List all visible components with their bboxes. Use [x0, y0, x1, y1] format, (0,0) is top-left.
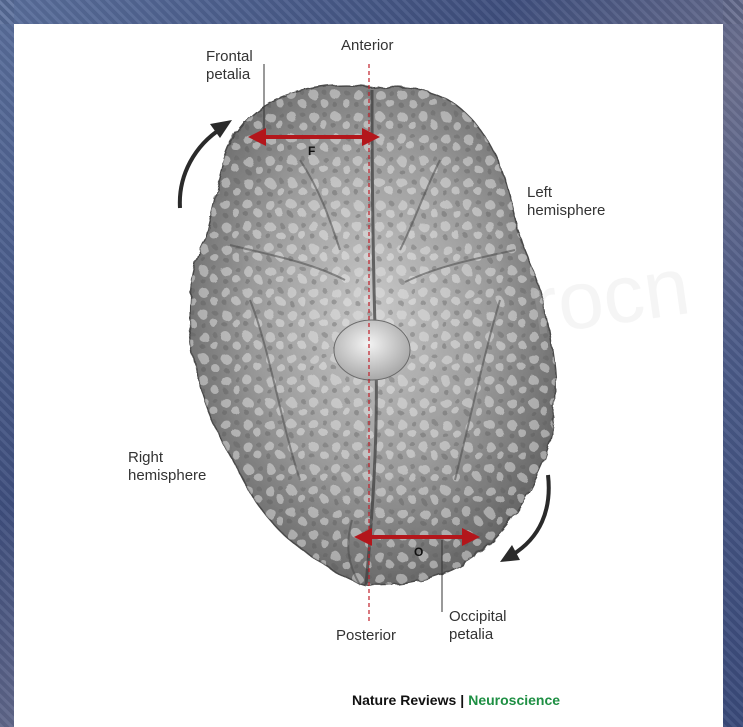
occipital-petalia-label-line2: petalia — [449, 626, 493, 644]
left-hemisphere-label-line2: hemisphere — [527, 202, 605, 220]
frontal-petalia-label-line2: petalia — [206, 66, 250, 84]
journal-name: Nature Reviews — [352, 692, 456, 708]
brainstem — [334, 320, 410, 380]
journal-credit: Nature Reviews|Neuroscience — [352, 692, 560, 708]
journal-field: Neuroscience — [468, 692, 560, 708]
right-hemisphere-label-line2: hemisphere — [128, 467, 206, 485]
occipital-marker-o: O — [414, 545, 423, 559]
posterior-label: Posterior — [336, 627, 396, 645]
credit-separator: | — [456, 692, 468, 708]
right-hemisphere-label-line1: Right — [128, 449, 163, 467]
frontal-marker-f: F — [308, 144, 315, 158]
anterior-label: Anterior — [341, 37, 394, 55]
left-hemisphere-label-line1: Left — [527, 184, 552, 202]
frontal-petalia-label-line1: Frontal — [206, 48, 253, 66]
occipital-petalia-label-line1: Occipital — [449, 608, 507, 626]
